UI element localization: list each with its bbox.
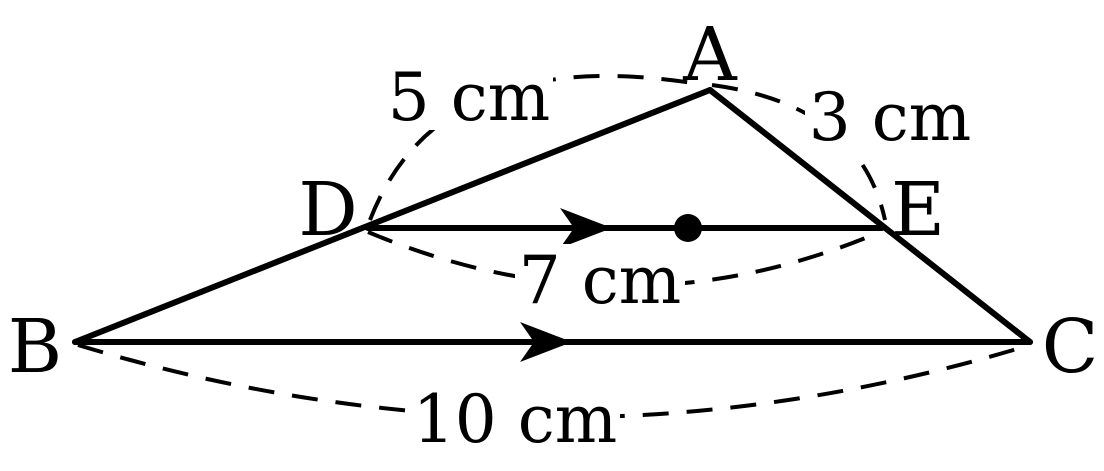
vertex-label-a: A <box>682 12 738 98</box>
point-on-de <box>674 214 702 242</box>
dimension-arc-de <box>367 230 881 288</box>
vertex-label-d: D <box>298 167 357 253</box>
vertex-label-b: B <box>8 304 62 390</box>
parallel-arrow-de <box>560 208 612 248</box>
side-ab <box>72 87 713 345</box>
measurement-label-ad: 5 cm <box>388 59 551 136</box>
dimension-arc-bc <box>77 343 1031 420</box>
measurement-label-bc: 10 cm <box>413 381 618 458</box>
measurement-label-ae: 3 cm <box>809 79 972 156</box>
vertex-label-e: E <box>891 167 945 253</box>
measurement-label-de: 7 cm <box>519 242 682 319</box>
parallel-arrow-bc <box>520 322 572 362</box>
side-ac <box>707 87 1033 345</box>
vertex-label-c: C <box>1042 304 1099 390</box>
